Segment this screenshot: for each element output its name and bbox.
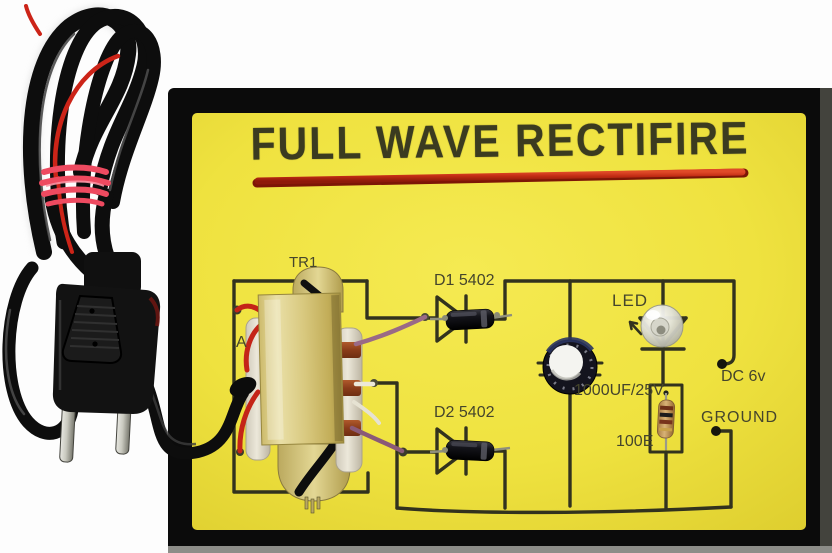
board-title: FULL WAVE RECTIFIRE [250, 112, 750, 170]
board-frame-right-edge [820, 88, 832, 553]
plug-red-glint [148, 296, 160, 327]
label-resistor: 100E [616, 433, 654, 450]
rubber-band [39, 164, 111, 207]
led-component [640, 304, 684, 348]
power-cord [2, 4, 257, 463]
cable-end [229, 376, 257, 398]
resistor-component [656, 393, 676, 450]
cord-red-wire [24, 4, 121, 254]
circuit-board [168, 88, 832, 553]
transformer-black-lead [294, 441, 338, 497]
dc-output-terminal [717, 359, 727, 369]
board-frame-bottom-edge [168, 546, 832, 553]
label-dc-output: DC 6v [721, 368, 766, 385]
capacitor-component [542, 337, 598, 395]
transformer-pins [304, 496, 321, 514]
plug-neck [84, 252, 141, 296]
ground-terminal [711, 426, 721, 436]
diode-d2-component [429, 439, 511, 462]
label-led: LED [612, 291, 649, 310]
rubber-band-highlight [45, 180, 105, 187]
title-underline [252, 168, 749, 188]
cord-highlights [4, 32, 150, 416]
label-ground: GROUND [701, 409, 779, 426]
label-ac-input: A [236, 334, 247, 351]
transformer [234, 266, 428, 514]
plug [52, 252, 161, 463]
label-transformer: TR1 [289, 254, 318, 271]
resistor-box-symbol [648, 383, 684, 454]
plug-grip [61, 294, 123, 365]
label-diode1: D1 5402 [434, 272, 495, 289]
diode-d1-component [430, 308, 513, 331]
label-diode2: D2 5402 [434, 404, 495, 421]
label-capacitor: 1000UF/25V [574, 382, 664, 399]
transformer-secondary-wires [349, 314, 428, 454]
transformer-core-plate [257, 292, 345, 446]
